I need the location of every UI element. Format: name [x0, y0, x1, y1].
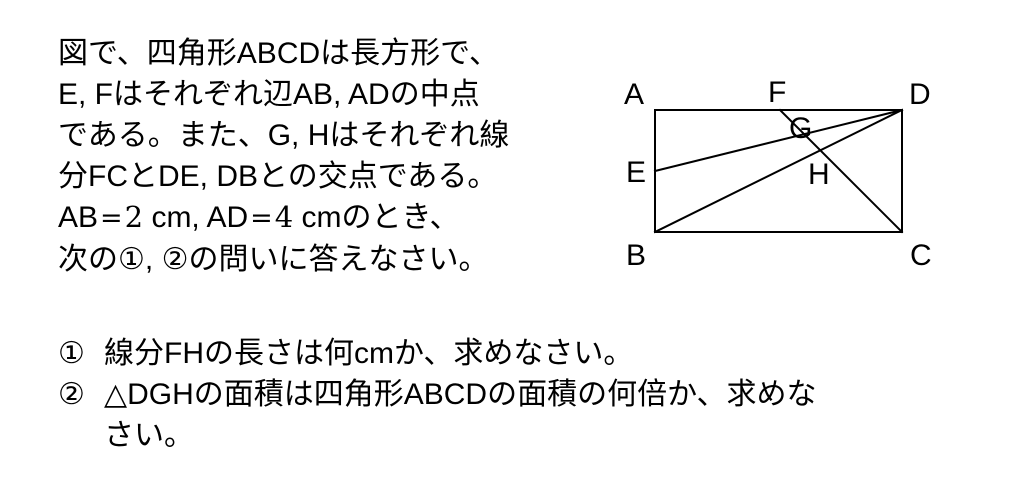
ad-label: AD — [199, 201, 249, 234]
question-marker-2: ② — [58, 378, 85, 411]
segment-DE — [653, 108, 904, 173]
problem-statement: 図で、四角形ABCDは長方形で、 E, Fはそれぞれ辺AB, ADの中点 である… — [58, 33, 598, 280]
question-item-2: ② △DGHの面積は四角形ABCDの面積の何倍か、求めな — [58, 374, 978, 415]
question-text-2: △DGHの面積は四角形ABCDの面積の何倍か、求めな — [104, 378, 817, 411]
question-marker-1: ① — [58, 337, 85, 370]
ab-equals-sign: = — [100, 203, 123, 234]
statement-line-3: である。また、G, Hはそれぞれ線 — [58, 119, 510, 152]
measure-tail: のとき、 — [341, 201, 460, 234]
question-text-1: 線分FHの長さは何cmか、求めなさい。 — [104, 337, 634, 370]
vertex-label-C: C — [910, 239, 932, 272]
statement-line-4: 分FCとDE, DBとの交点である。 — [58, 160, 498, 193]
geometry-figure: A B C D E F G H — [600, 60, 1000, 290]
vertex-label-A: A — [624, 78, 644, 111]
statement-final-line: 次の①, ②の問いに答えなさい。 — [58, 243, 489, 276]
figure-strokes — [653, 108, 904, 234]
ad-value: 4 — [274, 200, 294, 234]
question-list: ① 線分FHの長さは何cmか、求めなさい。 ② △DGHの面積は四角形ABCDの… — [58, 333, 978, 456]
vertex-label-G: G — [789, 112, 812, 145]
statement-measure-line: AB=2 cm, AD=4 cmのとき、 — [58, 197, 598, 239]
vertex-label-H: H — [808, 158, 830, 191]
ab-unit: cm, — [143, 201, 200, 234]
ad-unit: cm — [293, 201, 342, 234]
figure-svg: A B C D E F G H — [624, 76, 932, 272]
figure-labels: A B C D E F G H — [624, 76, 932, 272]
statement-line-2: E, Fはそれぞれ辺AB, ADの中点 — [58, 78, 480, 111]
ad-equals-sign: = — [250, 203, 273, 234]
segment-FC — [778, 108, 904, 234]
statement-line-1: 図で、四角形ABCDは長方形で、 — [58, 37, 499, 70]
ab-label: AB — [58, 201, 99, 234]
vertex-label-D: D — [909, 78, 931, 111]
vertex-label-B: B — [626, 239, 646, 272]
vertex-label-E: E — [626, 156, 646, 189]
question-text-2-continuation: さい。 — [104, 419, 194, 452]
question-item-1: ① 線分FHの長さは何cmか、求めなさい。 — [58, 333, 978, 374]
segment-DB — [653, 108, 904, 234]
ab-value: 2 — [124, 200, 144, 234]
vertex-label-F: F — [768, 76, 786, 109]
